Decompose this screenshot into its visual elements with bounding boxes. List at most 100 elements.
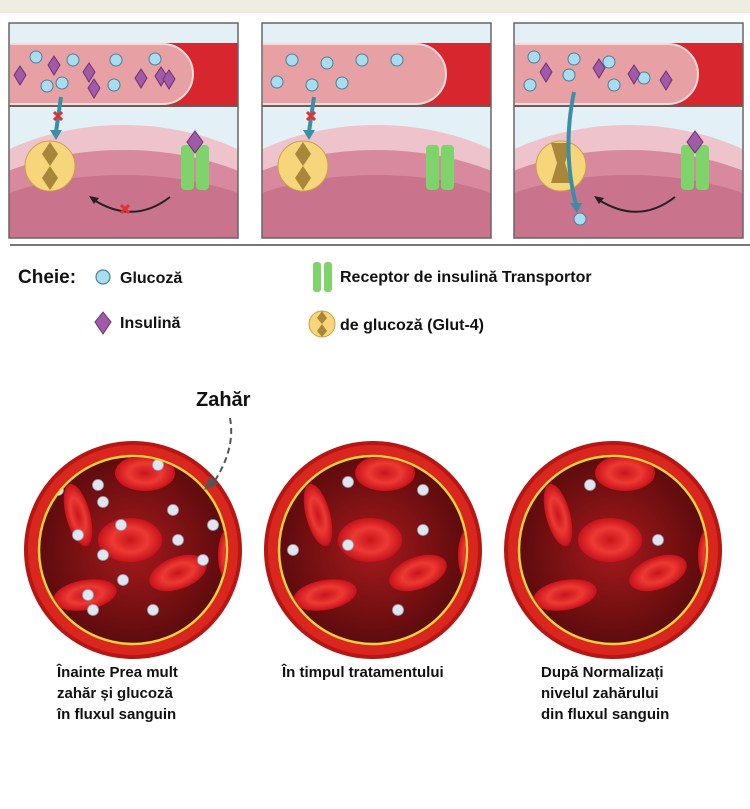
blood-vessel-cross-section-1 [24, 441, 242, 659]
cell-panel-3 [513, 22, 744, 239]
caption-line: zahăr și glucoză [57, 685, 173, 702]
arrow-head-icon [570, 203, 582, 213]
insulin-molecule [592, 58, 606, 79]
red-blood-cell [149, 554, 207, 592]
signal-arrow [93, 196, 171, 213]
glucose-molecule [527, 50, 541, 64]
red-blood-cell [629, 554, 687, 592]
panel-border [513, 22, 744, 239]
red-blood-cell [98, 518, 162, 562]
glucose-particle [652, 534, 664, 546]
insulin-icon [94, 311, 112, 335]
insulin-molecule [82, 62, 96, 83]
bound-insulin [686, 130, 704, 154]
glucose-molecule [335, 76, 349, 90]
glucose-molecule [562, 68, 576, 82]
glucose-particle [147, 604, 159, 616]
arrow-head-icon [50, 130, 62, 140]
blocked-x-icon [52, 110, 64, 122]
insulin-molecule [162, 69, 176, 90]
glut4-transporter [277, 140, 329, 192]
transporter-channel [551, 143, 571, 183]
glucose-particle [167, 504, 179, 516]
insulin-molecule [659, 70, 673, 91]
glucose-particle [392, 604, 404, 616]
glucose-molecule [602, 55, 616, 69]
glucose-molecule [607, 78, 621, 92]
glucose-particle [87, 604, 99, 616]
glucose-molecule [148, 52, 162, 66]
glucose-molecule [573, 212, 587, 226]
glucose-particle [584, 479, 596, 491]
blocked-x-icon [119, 203, 131, 215]
red-blood-cell [355, 457, 415, 491]
red-blood-cell [338, 518, 402, 562]
glucose-particle [287, 544, 299, 556]
panel-content [9, 23, 238, 238]
cell-panel-1 [8, 22, 239, 239]
red-blood-cell [293, 579, 357, 611]
transporter-channel [295, 142, 311, 190]
caption-line: Înainte Prea mult [57, 664, 178, 681]
caption-during: În timpul tratamentului [282, 662, 444, 683]
glucose-particle [342, 476, 354, 488]
insulin-receptor [696, 145, 709, 190]
cell-cytoplasm [262, 175, 491, 238]
insulin-molecule [539, 62, 553, 83]
red-blood-cell [303, 483, 333, 547]
signal-arrow [598, 196, 676, 213]
panel-content [262, 23, 491, 238]
lumen-content [533, 457, 706, 611]
arrow-head-icon [89, 196, 99, 204]
caption-line: în fluxul sanguin [57, 706, 177, 723]
glucose-particle [82, 589, 94, 601]
blood-vessel-cross-section-3 [504, 441, 722, 659]
red-blood-cell [595, 457, 655, 491]
red-blood-cell [533, 579, 597, 611]
glucose-particle [97, 496, 109, 508]
glucose-molecule [523, 78, 537, 92]
lumen-content [287, 457, 466, 616]
caption-line: din fluxul sanguin [541, 706, 670, 723]
insulin-molecule [13, 65, 27, 86]
insulin-molecule [134, 68, 148, 89]
plasma-channel [514, 43, 699, 105]
glucose-molecule [107, 78, 121, 92]
insulin-receptor [181, 145, 194, 190]
glucose-molecule [55, 76, 69, 90]
caption-line: În timpul tratamentului [282, 664, 444, 681]
glucose-molecule [390, 53, 404, 67]
insulin-molecule [154, 66, 168, 87]
glucose-particle [207, 519, 219, 531]
caption-line: După Normalizați [541, 664, 664, 681]
glucose-molecule [285, 53, 299, 67]
glut4-transporter [24, 140, 76, 192]
receptor-icon [313, 262, 332, 292]
insulin-molecule [627, 64, 641, 85]
bound-insulin [186, 130, 204, 154]
key-receptor-label: Receptor de insulină Transportor [340, 269, 592, 286]
sugar-pointer-line [211, 417, 233, 486]
insulin-receptor [681, 145, 694, 190]
glucose-molecule [40, 79, 54, 93]
red-blood-cell [578, 518, 642, 562]
insulin-molecule [47, 55, 61, 76]
key-transporter-label: de glucoză (Glut-4) [340, 317, 484, 334]
glucose-particle [172, 534, 184, 546]
sugar-pointer-arrow-icon [204, 476, 218, 490]
insulin-receptor [196, 145, 209, 190]
glucose-particle [197, 554, 209, 566]
red-blood-cell [63, 483, 93, 547]
plasma-channel [262, 43, 447, 105]
red-blood-cell [218, 527, 226, 583]
caption-after: După Normalizați nivelul zahărului din f… [541, 662, 669, 725]
glucose-particle [115, 519, 127, 531]
glucose-molecule [355, 53, 369, 67]
red-blood-cell [543, 483, 573, 547]
transporter-icon [308, 310, 336, 338]
caption-before: Înainte Prea mult zahăr și glucoză în fl… [57, 662, 178, 725]
glucose-particle [117, 574, 129, 586]
key-insulin-label: Insulină [120, 315, 181, 332]
transporter-channel [42, 142, 58, 190]
